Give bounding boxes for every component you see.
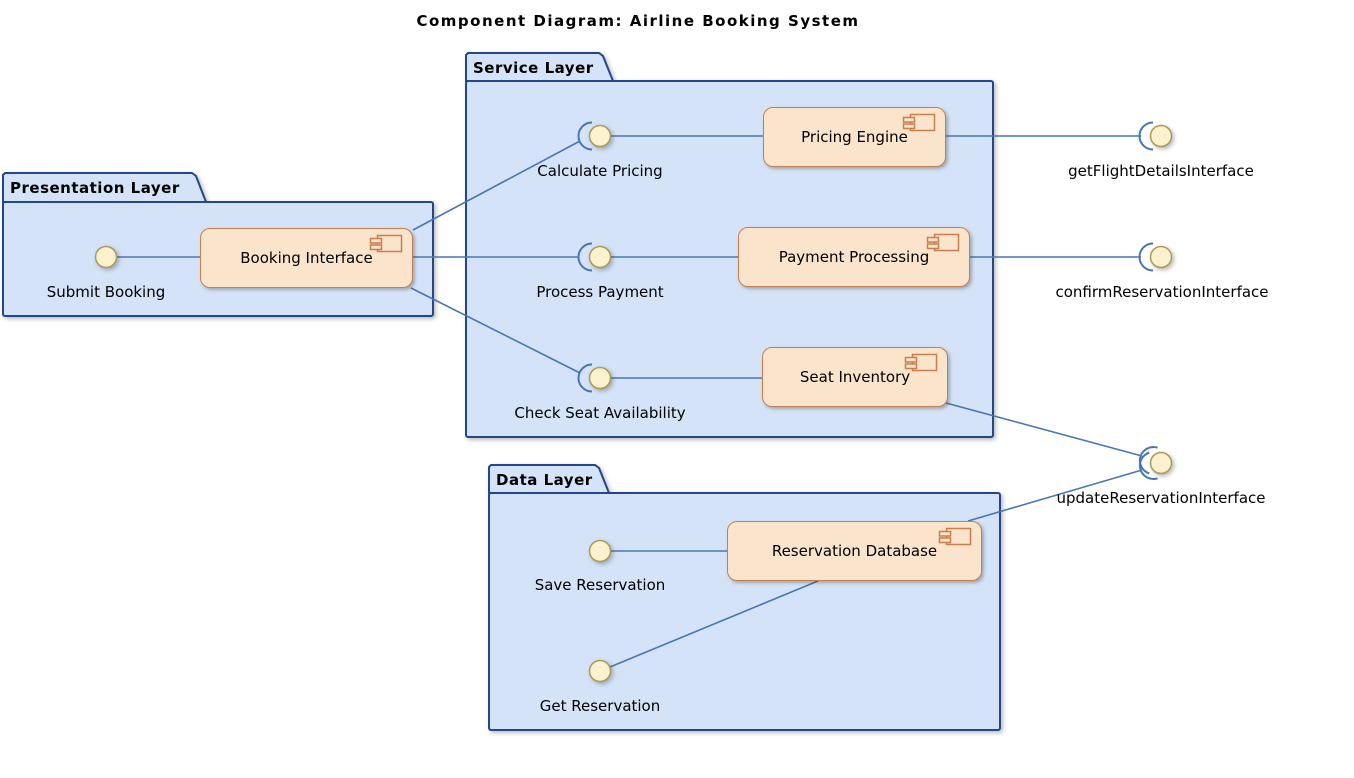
connector-booking-interface-to-check-seat (410, 287, 581, 374)
socket-icon-check-seat (577, 363, 593, 393)
component-label: Seat Inventory (799, 368, 911, 386)
connectors (117, 135, 1143, 668)
package-label-service-layer: Service Layer (473, 59, 594, 77)
component-pricing-engine: Pricing Engine (763, 107, 946, 167)
socket-icon-calculate-pricing (577, 121, 593, 151)
package-data-layer (488, 464, 1001, 731)
package-presentation-tab (2, 172, 208, 203)
interface-label-getflightdetails: getFlightDetailsInterface (1068, 162, 1254, 180)
package-data-tab (488, 464, 611, 494)
component-seat-inventory: Seat Inventory (762, 347, 948, 407)
component-booking-interface: Booking Interface (200, 228, 413, 288)
package-label-data-layer: Data Layer (496, 471, 593, 489)
connector-booking-interface-to-calculate-pricing (412, 140, 581, 231)
component-label: Pricing Engine (801, 128, 908, 146)
interface-ball-updatereservation (1149, 451, 1173, 475)
diagram-title: Component Diagram: Airline Booking Syste… (416, 12, 860, 30)
interface-label-get-reservation: Get Reservation (539, 697, 661, 715)
interface-label-updatereservation: updateReservationInterface (1056, 489, 1266, 507)
component-icon (926, 233, 960, 257)
interface-label-submit-booking: Submit Booking (46, 283, 166, 301)
component-label: Booking Interface (240, 249, 373, 267)
interface-label-calculate-pricing: Calculate Pricing (537, 162, 663, 180)
component-payment-processing: Payment Processing (738, 227, 970, 287)
interface-ball-submit-booking (94, 245, 118, 269)
interface-ball-calculate-pricing (588, 124, 612, 148)
socket-icon-process-payment (577, 242, 593, 272)
component-label: Reservation Database (771, 542, 938, 560)
interface-label-process-payment: Process Payment (536, 283, 664, 301)
component-label: Payment Processing (778, 248, 930, 266)
component-icon (904, 353, 938, 377)
connector-seat-inventory-to-updatereservation (945, 402, 1143, 457)
component-icon (902, 113, 936, 137)
interface-label-confirmreservation: confirmReservationInterface (1055, 283, 1269, 301)
interface-ball-check-seat (588, 366, 612, 390)
socket-arcs (577, 121, 1158, 480)
socket-icon-getflightdetails (1138, 121, 1154, 151)
component-icon (938, 527, 972, 551)
package-label-presentation-layer: Presentation Layer (10, 179, 180, 197)
interface-label-save-reservation: Save Reservation (534, 576, 666, 594)
socket-icon-updatereservation-lower (1138, 451, 1158, 480)
component-icon (369, 234, 403, 258)
interface-ball-confirmreservation (1149, 245, 1173, 269)
interface-balls (94, 124, 1173, 683)
interface-ball-save-reservation (588, 539, 612, 563)
socket-icon-confirmreservation (1138, 242, 1154, 272)
interface-ball-process-payment (588, 245, 612, 269)
socket-icon-updatereservation-upper (1138, 446, 1158, 475)
connector-reservation-database-to-updatereservation (967, 469, 1143, 522)
interface-ball-get-reservation (588, 659, 612, 683)
package-service-tab (465, 52, 615, 82)
interface-label-check-seat-availability: Check Seat Availability (514, 404, 686, 422)
interface-ball-getflightdetails (1149, 124, 1173, 148)
connector-get-reservation-to-database (609, 580, 819, 668)
component-reservation-database: Reservation Database (727, 521, 982, 581)
